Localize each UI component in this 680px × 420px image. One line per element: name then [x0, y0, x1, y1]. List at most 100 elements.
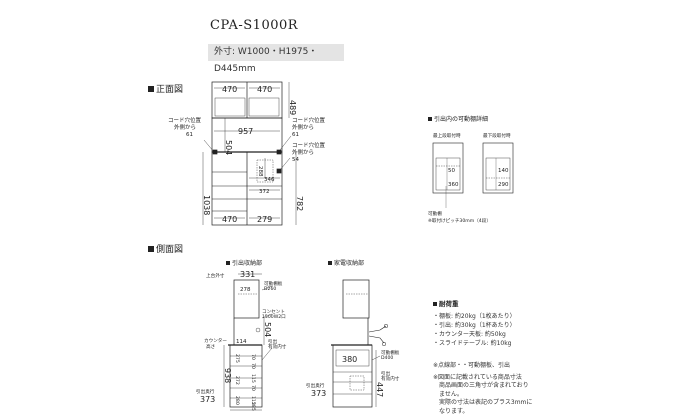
detail-upper-v2: 360: [448, 182, 459, 188]
detail-note-shelf: 可動棚: [428, 210, 442, 217]
side-dim-504: 504: [263, 322, 272, 337]
cord-hole-left: [212, 149, 218, 155]
side-inner-label-1: 引出: [268, 338, 278, 345]
load-capacity-line: ・棚板: 約20kg（1枚あたり）: [433, 313, 516, 320]
load-capacity-heading: 耐荷重: [433, 298, 593, 308]
detail-lower-v1: 140: [498, 168, 509, 174]
side-view-title: 側面図: [156, 245, 184, 255]
side-view-heading: 側面図: [148, 242, 183, 255]
front-dim-288: 288: [257, 166, 263, 177]
cord-hole-lower: [276, 168, 282, 174]
front-dim-drawer-left-width: 470: [222, 215, 237, 224]
detail-lower-v2: 290: [498, 182, 509, 188]
side-top-depth-value: 331: [240, 270, 255, 279]
appliance-dim-447: 447: [375, 382, 384, 397]
front-view-title: 正面図: [156, 85, 184, 95]
detail-lower-label: 最下段取付時: [483, 132, 511, 139]
front-dim-base-height: 1038: [202, 195, 211, 215]
drawer-shelf-detail-title: 引出内の可動棚詳細: [434, 116, 489, 123]
outer-dimensions-label: 外寸: W1000・H1975・D445mm: [208, 44, 344, 74]
drawer-width-3: 280: [234, 396, 240, 405]
side-shelf-label-1: 可動棚板: [264, 280, 283, 287]
drawer-width-2: 272: [234, 376, 240, 385]
drawer-height-4: 70: [250, 385, 256, 391]
note-line: 商品画面の三角寸が含まれており: [433, 382, 529, 389]
note-line: なります。: [433, 407, 469, 415]
front-view-drawing: [202, 81, 297, 226]
drawer-height-6: 285: [250, 402, 256, 411]
cord-right-label-3: 61: [292, 132, 299, 138]
drawer-height-2: 70: [250, 363, 256, 369]
front-dim-upper-left-width: 470: [222, 85, 237, 94]
appliance-unit-side-drawing: [331, 279, 389, 408]
note-line: ※図面に記載されている商品寸法: [433, 373, 522, 381]
cord-left-label-3: 61: [186, 132, 193, 138]
drawer-unit-upper-side: [233, 279, 260, 319]
drawer-unit-title: 引出収納部: [232, 260, 263, 267]
cord-hole-right: [276, 149, 282, 155]
side-dim-114: 114: [236, 339, 247, 345]
drawer-unit-side-drawing: [223, 273, 273, 411]
drawer-shelf-detail-heading: 引出内の可動棚詳細: [428, 114, 488, 123]
appliance-unit-heading: 家電収納部: [328, 258, 364, 267]
appliance-dim-380: 380: [342, 355, 357, 364]
front-dim-counter-height: 504: [224, 140, 233, 155]
note-line: 実際の寸法は表記のプラス3mmに: [433, 399, 533, 406]
cord-left-label-2: 外側から: [174, 123, 196, 131]
appliance-depth-value: 373: [311, 389, 326, 398]
drawer-lower-mount: [482, 142, 514, 194]
front-dim-counter-width: 957: [238, 127, 253, 136]
cord-right-label-1: コード穴位置: [292, 116, 326, 124]
notes-panel: ※点線部・・可動棚板、引出 ※図面に記載されている商品寸法 商品画面の三角寸が含…: [433, 362, 593, 416]
cord-left-label-1: コード穴位置: [168, 116, 202, 124]
cord-lower-label-3: 54: [292, 157, 299, 163]
front-dim-346: 346: [264, 177, 275, 183]
detail-note-pitch: ※取付けピッチ30mm（4段）: [428, 217, 491, 224]
appliance-shelf-label-1: 可動棚板: [381, 349, 400, 356]
drawer-unit-base-side: [229, 344, 263, 408]
side-dim-278: 278: [240, 287, 251, 293]
drawer-height-5: 115: [250, 396, 256, 405]
front-dim-drawer-right-width: 279: [257, 215, 272, 224]
appliance-inner-label-1: 引出: [381, 370, 391, 377]
detail-upper-label: 最上段取付時: [433, 132, 461, 139]
side-dim-938: 938: [223, 368, 232, 383]
appliance-unit-upper-side: [342, 279, 370, 319]
front-dim-upper-height: 489: [288, 100, 297, 115]
load-capacity-panel: 耐荷重 ・棚板: 約20kg（1枚あたり） ・引出: 約30kg（1杯あたり） …: [433, 298, 593, 348]
appliance-depth-label: 引出奥行: [306, 382, 325, 389]
drawer-height-3: 115: [250, 374, 256, 383]
drawer-unit-heading: 引出収納部: [226, 258, 262, 267]
front-view-heading: 正面図: [148, 82, 183, 95]
appliance-inner-label-2: 有効内寸: [381, 375, 400, 382]
side-inner-label-2: 有効内寸: [268, 343, 287, 350]
cord-lower-label-1: コード穴位置: [292, 141, 326, 149]
drawer-upper-mount: [432, 142, 464, 194]
appliance-unit-base-side: [332, 344, 373, 408]
side-top-depth-label: 上台外寸: [206, 272, 225, 279]
cord-lower-label-2: 外側から: [292, 148, 314, 156]
drawer-shelf-detail-drawing: [432, 142, 514, 208]
drawer-width-1: 275: [234, 354, 240, 363]
appliance-unit-title: 家電収納部: [334, 260, 365, 267]
load-capacity-title: 耐荷重: [439, 300, 459, 308]
load-capacity-line: ・引出: 約30kg（1杯あたり）: [433, 322, 516, 329]
appliance-shelf-label-2: D400: [381, 355, 393, 361]
side-outlet-label-1: コンセント: [262, 309, 285, 315]
side-depth-label: 引出奥行: [196, 388, 215, 395]
front-dim-right-height: 782: [295, 196, 304, 211]
detail-upper-v1: 50: [448, 168, 455, 174]
side-counter-label-1: カウンター: [204, 337, 227, 344]
load-capacity-line: ・スライドテーブル: 約10kg: [433, 340, 512, 347]
front-dim-372: 372: [259, 189, 270, 195]
note-line: ません。: [433, 390, 463, 398]
model-number: CPA-S1000R: [210, 18, 299, 33]
side-shelf-label-2: D260: [264, 286, 276, 292]
side-depth-value: 373: [200, 395, 215, 404]
cord-right-label-2: 外側から: [292, 123, 314, 131]
note-line: ※点線部・・可動棚板、引出: [433, 362, 511, 369]
side-outlet-label-2: 1500W2口: [262, 314, 286, 320]
side-counter-label-2: 高さ: [206, 343, 215, 350]
front-dim-upper-right-width: 470: [257, 85, 272, 94]
